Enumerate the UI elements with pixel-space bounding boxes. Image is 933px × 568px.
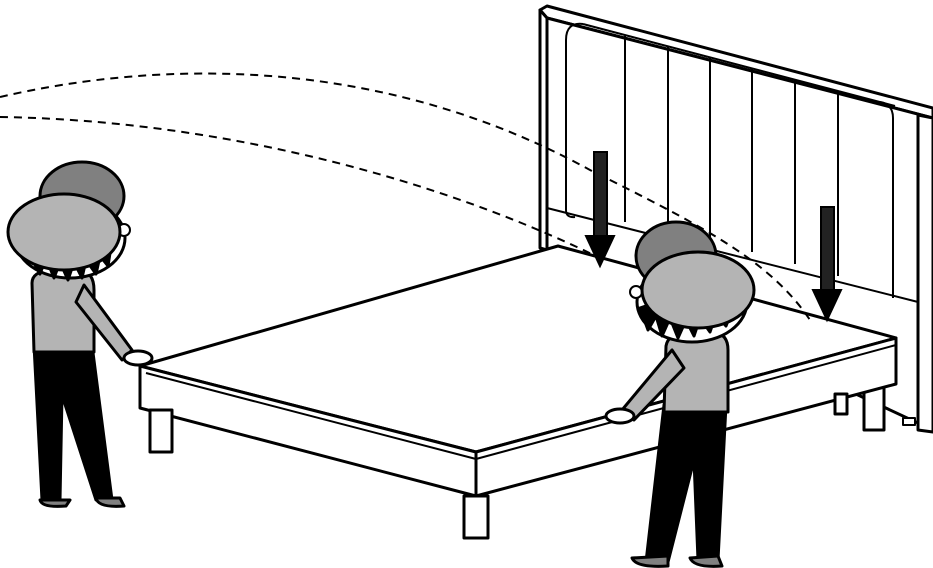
person-right-shoe-left [632, 556, 668, 566]
person-right-cap-brim [642, 252, 754, 328]
person-left-shoe-left [40, 500, 70, 506]
person-left-pants [34, 345, 112, 500]
person-right-shoe-right [690, 556, 722, 566]
headboard-badge [903, 418, 915, 425]
bed-leg-front-right [464, 496, 488, 538]
person-right-hand [606, 409, 634, 423]
person-left-cap-brim [8, 194, 120, 270]
headboard-right-leg [918, 115, 933, 432]
bed-leg-front-left [150, 410, 172, 452]
bed-leg-right-middle [835, 394, 847, 414]
person-left-hand [124, 351, 152, 365]
person-left-shoe-right [96, 498, 124, 506]
person-left [8, 162, 152, 506]
